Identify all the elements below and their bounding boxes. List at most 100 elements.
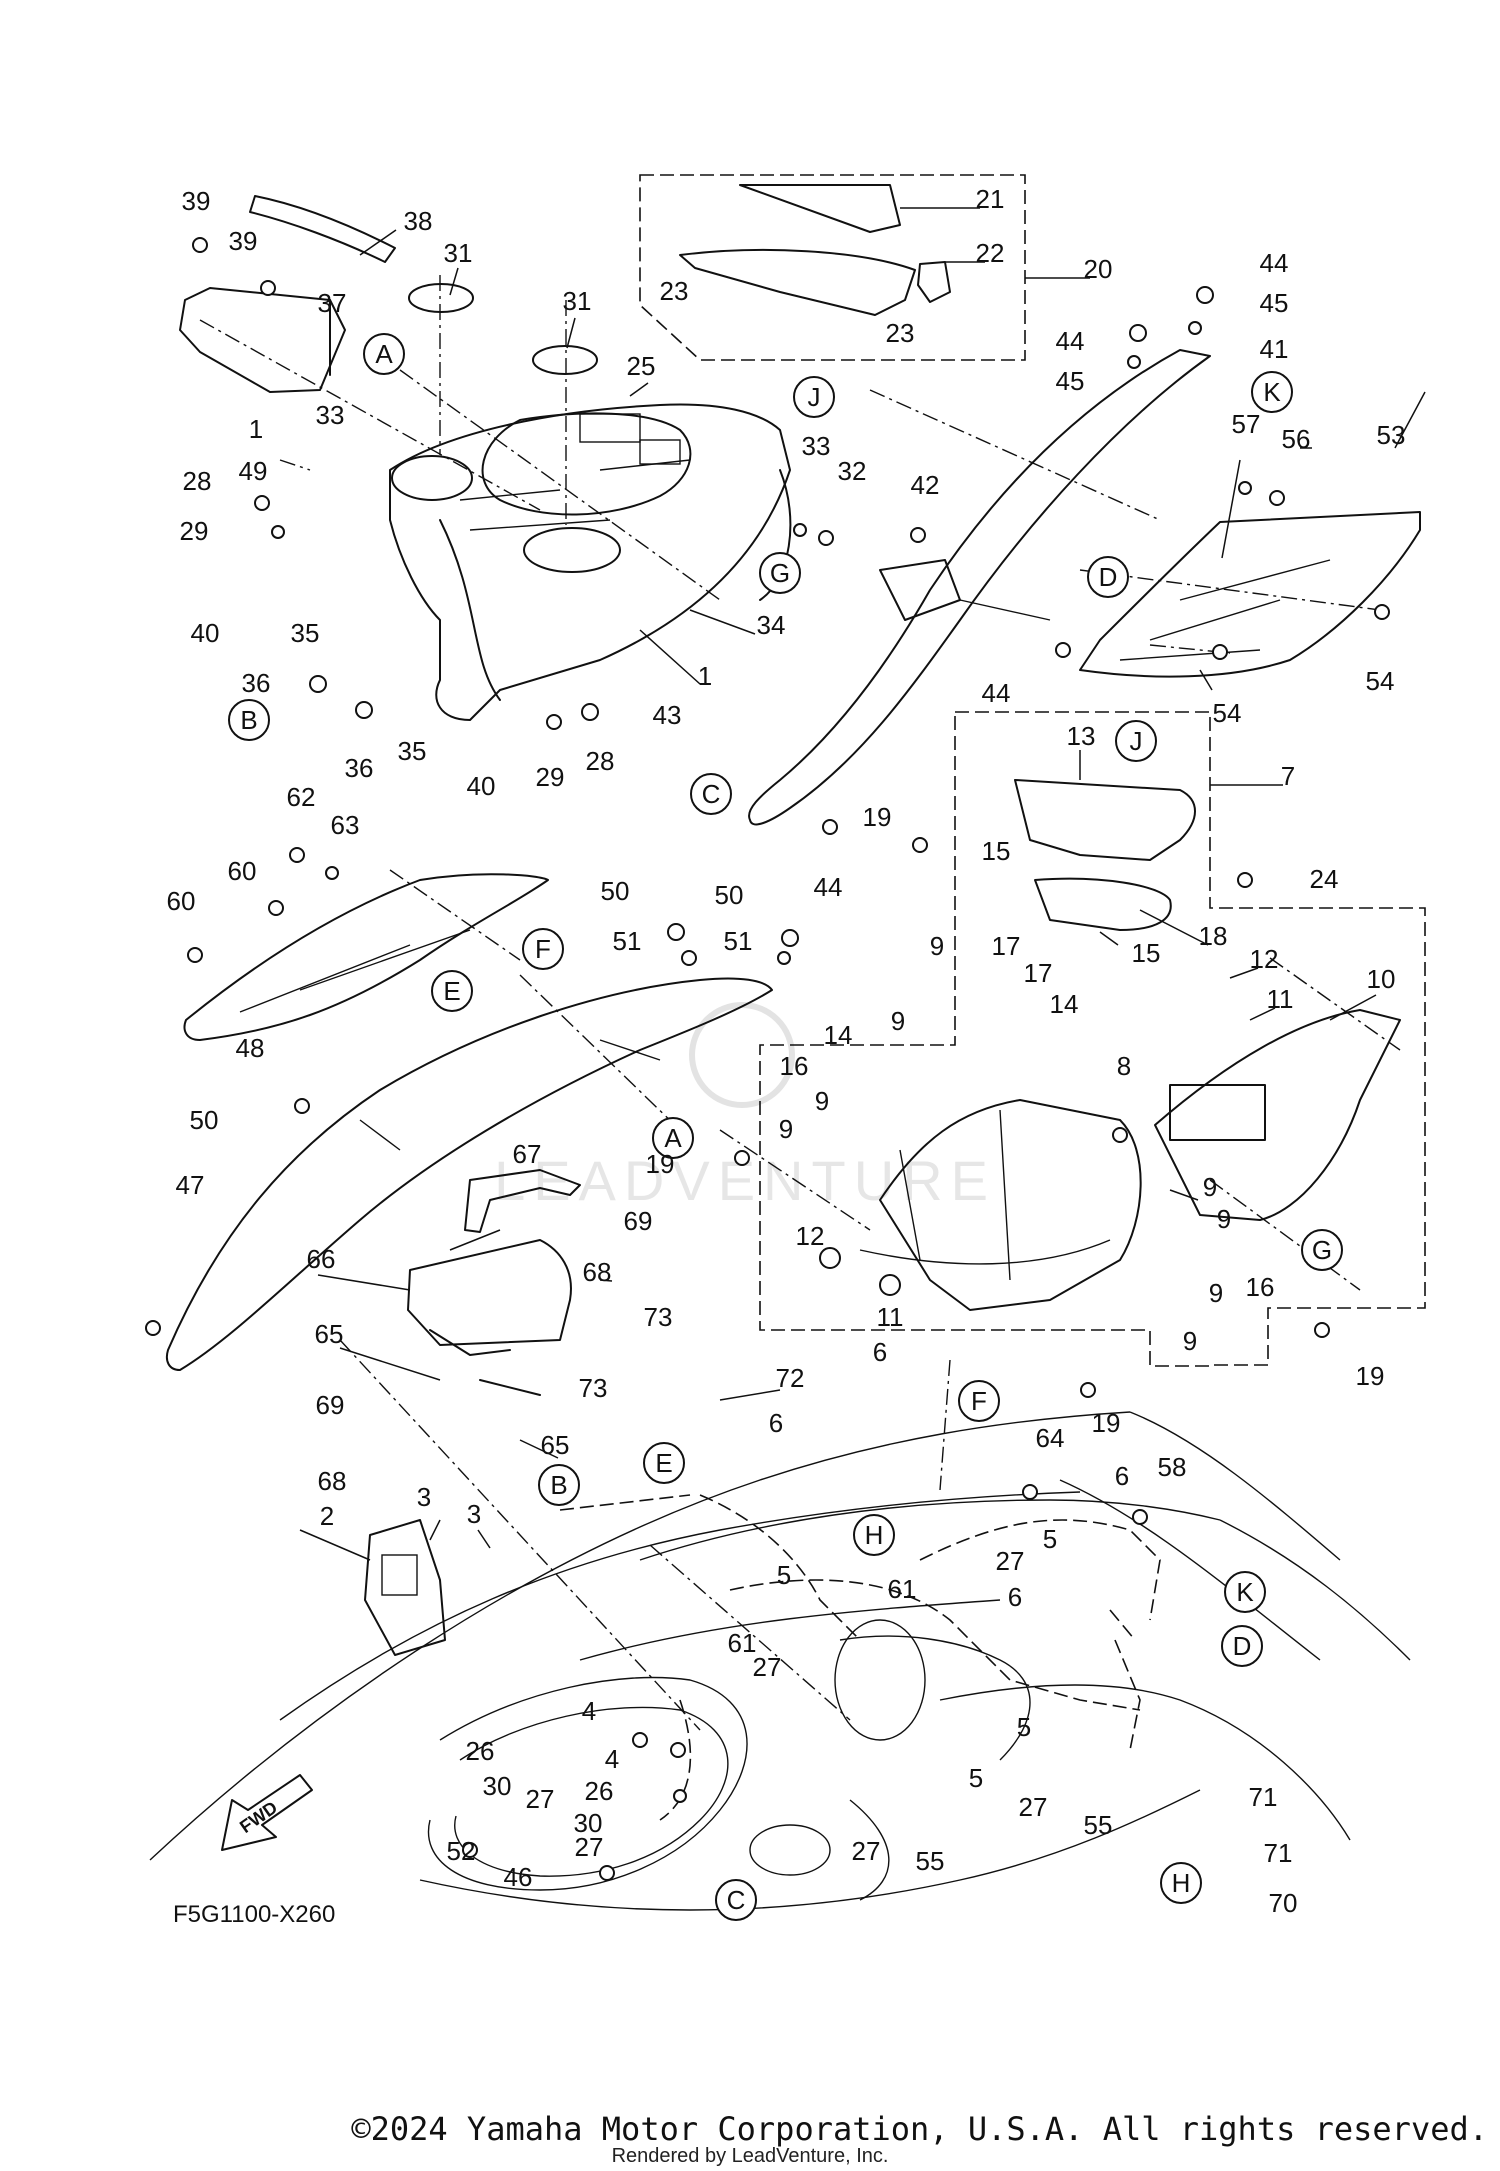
part-10-tray bbox=[1154, 1009, 1401, 1221]
part-number-label: 20 bbox=[1084, 254, 1113, 284]
part-number-label: 73 bbox=[644, 1302, 673, 1332]
part-number-label: 68 bbox=[583, 1257, 612, 1287]
part-number-label: 1 bbox=[698, 661, 712, 691]
part-number-label: 71 bbox=[1264, 1838, 1293, 1868]
callout-circle bbox=[1251, 371, 1293, 413]
part-number-label: 5 bbox=[777, 1560, 791, 1590]
part-number-label: 35 bbox=[291, 618, 320, 648]
part-21-22-cover bbox=[679, 184, 951, 316]
part-number-label: 13 bbox=[1067, 721, 1096, 751]
part-number-label: 51 bbox=[724, 926, 753, 956]
callout-f: F bbox=[522, 928, 564, 970]
part-59-panel bbox=[183, 873, 549, 1041]
callout-circle bbox=[1115, 720, 1157, 762]
part-number-label: 19 bbox=[1092, 1408, 1121, 1438]
callout-letter: D bbox=[1099, 562, 1118, 592]
part-2-box bbox=[364, 1519, 446, 1656]
part-number-label: 11 bbox=[877, 1302, 904, 1332]
part-number-label: 6 bbox=[873, 1337, 887, 1367]
part-number-label: 27 bbox=[575, 1832, 604, 1862]
part-number-label: 71 bbox=[1249, 1782, 1278, 1812]
part-number-label: 25 bbox=[627, 351, 656, 381]
rendered-by-text: Rendered by LeadVenture, Inc. bbox=[612, 2145, 889, 2166]
part-number-label: 5 bbox=[1017, 1712, 1031, 1742]
callout-circle bbox=[538, 1464, 580, 1506]
copyright-text: ©2024 Yamaha Motor Corporation, U.S.A. A… bbox=[351, 2110, 1488, 2148]
fasteners bbox=[145, 237, 1390, 1881]
part-number-label: 33 bbox=[316, 400, 345, 430]
part-number-label: 44 bbox=[1260, 248, 1289, 278]
part-number-label: 17 bbox=[992, 931, 1021, 961]
part-number-label: 9 bbox=[930, 931, 944, 961]
part-number-label: 55 bbox=[1084, 1810, 1113, 1840]
part-number-label: 18 bbox=[1199, 921, 1228, 951]
part-number-label: 19 bbox=[1356, 1361, 1385, 1391]
fwd-arrow: FWD bbox=[221, 1774, 313, 1851]
part-37-38 bbox=[179, 195, 396, 393]
part-number-label: 1 bbox=[249, 414, 263, 444]
callout-circle bbox=[431, 970, 473, 1012]
part-number-label: 69 bbox=[624, 1206, 653, 1236]
part-number-label: 30 bbox=[483, 1771, 512, 1801]
part-number-label: 50 bbox=[715, 880, 744, 910]
callout-letter: C bbox=[702, 779, 721, 809]
part-number-label: 68 bbox=[318, 1466, 347, 1496]
callout-d: D bbox=[1087, 556, 1129, 598]
callout-g: G bbox=[1301, 1229, 1343, 1271]
part-number-label: 12 bbox=[796, 1221, 825, 1251]
part-number-label: 35 bbox=[398, 736, 427, 766]
part-number-label: 52 bbox=[447, 1836, 476, 1866]
part-number-label: 17 bbox=[1024, 958, 1053, 988]
callout-a: A bbox=[652, 1117, 694, 1159]
callout-letter: K bbox=[1263, 377, 1281, 407]
part-number-label: 62 bbox=[287, 782, 316, 812]
callout-circle bbox=[958, 1380, 1000, 1422]
callout-b: B bbox=[538, 1464, 580, 1506]
part-number-label: 63 bbox=[331, 810, 360, 840]
callout-circle bbox=[793, 376, 835, 418]
part-number-label: 14 bbox=[824, 1020, 853, 1050]
part-number-label: 6 bbox=[769, 1408, 783, 1438]
part-number-label: 28 bbox=[586, 746, 615, 776]
part-number-label: 44 bbox=[1056, 326, 1085, 356]
part-47-gunwale bbox=[165, 977, 773, 1371]
callout-circle bbox=[853, 1514, 895, 1556]
part-number-label: 4 bbox=[582, 1696, 596, 1726]
callout-letter: E bbox=[443, 976, 460, 1006]
callout-circle bbox=[1160, 1862, 1202, 1904]
part-number-label: 10 bbox=[1367, 964, 1396, 994]
hull-deck bbox=[149, 1411, 1411, 1911]
part-number-label: 9 bbox=[891, 1006, 905, 1036]
part-number-label: 54 bbox=[1213, 698, 1242, 728]
callout-letter: E bbox=[655, 1448, 672, 1478]
part-66-67-tray bbox=[407, 1169, 581, 1396]
part-number-label: 9 bbox=[815, 1086, 829, 1116]
callout-circle bbox=[690, 773, 732, 815]
callout-letter: K bbox=[1236, 1577, 1254, 1607]
part-number-label: 33 bbox=[802, 431, 831, 461]
part-number-label: 65 bbox=[541, 1430, 570, 1460]
callout-circle bbox=[1087, 556, 1129, 598]
group-boxes bbox=[639, 174, 1426, 1367]
part-number-label: 16 bbox=[1246, 1272, 1275, 1302]
part-number-label: 27 bbox=[526, 1784, 555, 1814]
part-number-label: 28 bbox=[183, 466, 212, 496]
part-number-label: 11 bbox=[1267, 984, 1294, 1014]
part-number-label: 9 bbox=[1217, 1204, 1231, 1234]
part-number-label: 50 bbox=[190, 1105, 219, 1135]
part-number-label: 5 bbox=[969, 1763, 983, 1793]
part-number-label: 73 bbox=[579, 1373, 608, 1403]
part-number-label: 8 bbox=[1117, 1051, 1131, 1081]
part-number-label: 26 bbox=[585, 1776, 614, 1806]
part-number-label: 45 bbox=[1260, 288, 1289, 318]
part-number-label: 61 bbox=[888, 1574, 917, 1604]
group-box-7 bbox=[759, 711, 1426, 1367]
part-number-label: 43 bbox=[653, 700, 682, 730]
part-number-label: 19 bbox=[863, 802, 892, 832]
callout-letter: G bbox=[1312, 1235, 1332, 1265]
part-number-label: 19 bbox=[646, 1149, 675, 1179]
part-number-label: 27 bbox=[1019, 1792, 1048, 1822]
part-number-label: 54 bbox=[1366, 666, 1395, 696]
callout-circle bbox=[228, 699, 270, 741]
